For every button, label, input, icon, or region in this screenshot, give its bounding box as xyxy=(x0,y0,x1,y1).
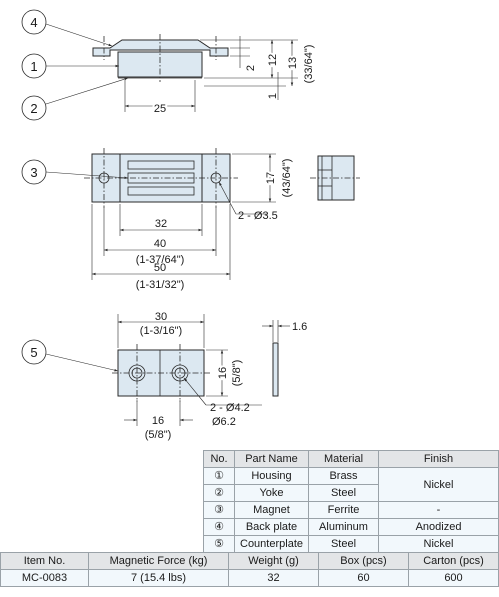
callout-leader xyxy=(45,77,129,105)
part-finish: Nickel xyxy=(378,535,499,553)
part-material: Aluminum xyxy=(308,518,379,536)
column-header: Item No. xyxy=(0,552,89,570)
callout-label: 3 xyxy=(30,165,37,180)
part-name: Magnet xyxy=(234,501,309,519)
dim-total: 13 xyxy=(287,57,299,69)
table-header-row: No. Part Name Material Finish xyxy=(203,450,499,468)
column-header: Finish xyxy=(378,450,499,468)
callout-label: 5 xyxy=(30,345,37,360)
side-view: 25 2 12 13 (33/64") 1 xyxy=(92,34,315,117)
table-row: ③ Magnet Ferrite - xyxy=(203,501,499,519)
part-material: Brass xyxy=(308,467,379,485)
dim-total-length: 50 xyxy=(154,262,166,274)
magnetic-force: 7 (15.4 lbs) xyxy=(88,569,229,587)
callout-circle xyxy=(21,9,47,35)
plate-edge xyxy=(272,342,279,397)
part-no: ① xyxy=(203,467,235,485)
magnet-slot xyxy=(127,186,195,196)
dim-height-inch: (43/64") xyxy=(281,159,293,198)
box-qty: 60 xyxy=(318,569,409,587)
dim-plate-height-inch: (5/8") xyxy=(231,360,243,387)
table-row: ② Yoke Steel xyxy=(203,484,499,502)
dim-total-inch: (33/64") xyxy=(303,45,315,84)
callout-label: 4 xyxy=(30,15,37,30)
part-no: ③ xyxy=(203,501,235,519)
hole-spec: 2 - Ø3.5 xyxy=(238,210,278,222)
callout-leader xyxy=(45,23,113,47)
callout-label: 1 xyxy=(30,59,37,74)
part-name: Counterplate xyxy=(234,535,309,553)
leader-line xyxy=(183,377,207,406)
callout-circle xyxy=(21,339,47,365)
table-row: ④ Back plate Aluminum Anodized xyxy=(203,518,499,536)
table-row: MC-0083 7 (15.4 lbs) 32 60 600 xyxy=(0,569,499,587)
leader-line xyxy=(218,181,237,215)
dim-mid: 12 xyxy=(267,54,279,66)
table-header-row: Item No. Magnetic Force (kg) Weight (g) … xyxy=(0,552,499,570)
part-finish: Anodized xyxy=(378,518,499,536)
part-name: Back plate xyxy=(234,518,309,536)
dim-hole-pitch: 32 xyxy=(155,218,167,230)
part-name: Yoke xyxy=(234,484,309,502)
dim-bottom: 1 xyxy=(267,93,279,99)
part-material: Steel xyxy=(308,484,379,502)
part-material: Ferrite xyxy=(308,501,379,519)
column-header: Weight (g) xyxy=(228,552,319,570)
dim-plate-thickness: 1.6 xyxy=(292,321,307,333)
table-row: ⑤ Counterplate Steel Nickel xyxy=(203,535,499,553)
dim-mid-length: 40 xyxy=(154,238,166,250)
column-header: Carton (pcs) xyxy=(408,552,499,570)
column-header: Magnetic Force (kg) xyxy=(88,552,229,570)
part-no: ⑤ xyxy=(203,535,235,553)
technical-drawing: 25 2 12 13 (33/64") 1 17 (43/64") xyxy=(21,9,360,441)
column-header: Box (pcs) xyxy=(318,552,409,570)
plate-counterbore-spec: Ø6.2 xyxy=(212,416,236,428)
part-finish: - xyxy=(378,501,499,519)
dim-plate-height: 16 xyxy=(217,367,229,379)
parts-table: No. Part Name Material Finish ① Housing … xyxy=(203,450,499,553)
column-header: Part Name xyxy=(234,450,309,468)
dim-total-length-inch: (1-31/32") xyxy=(136,279,185,291)
callout-leader xyxy=(45,171,129,179)
part-no: ② xyxy=(203,484,235,502)
weight: 32 xyxy=(228,569,319,587)
item-no: MC-0083 xyxy=(0,569,89,587)
callouts: 4 1 2 3 5 xyxy=(21,9,129,372)
top-view: 17 (43/64") 32 40 (1-37/64") 50 (1-31/32… xyxy=(84,148,360,291)
part-name: Housing xyxy=(234,467,309,485)
column-header: Material xyxy=(308,450,379,468)
plate-view: 30 (1-3/16") 16 (5/8") 16 (5/8") 2 - Ø4.… xyxy=(112,311,307,441)
part-material: Steel xyxy=(308,535,379,553)
callout-leader xyxy=(45,353,119,372)
plate-hole-spec: 2 - Ø4.2 xyxy=(210,402,250,414)
table-row: ① Housing Brass Nickel xyxy=(203,467,499,502)
magnet-slot xyxy=(127,160,195,170)
product-table: Item No. Magnetic Force (kg) Weight (g) … xyxy=(0,552,499,587)
dim-width: 25 xyxy=(154,103,166,115)
callout-label: 2 xyxy=(30,101,37,116)
dim-height: 17 xyxy=(265,172,277,184)
part-finish: Nickel xyxy=(378,467,499,502)
column-header: No. xyxy=(203,450,235,468)
part-no: ④ xyxy=(203,518,235,536)
dim-small: 2 xyxy=(245,65,257,71)
dim-plate-width: 30 xyxy=(155,311,167,323)
dim-mid-length-inch: (1-37/64") xyxy=(136,254,185,266)
carton-qty: 600 xyxy=(408,569,499,587)
dim-plate-pitch: 16 xyxy=(152,415,164,427)
dim-plate-pitch-inch: (5/8") xyxy=(145,429,172,441)
back-plate-flange xyxy=(92,39,229,57)
dim-plate-width-inch: (1-3/16") xyxy=(140,325,182,337)
callout-circle xyxy=(21,95,47,121)
